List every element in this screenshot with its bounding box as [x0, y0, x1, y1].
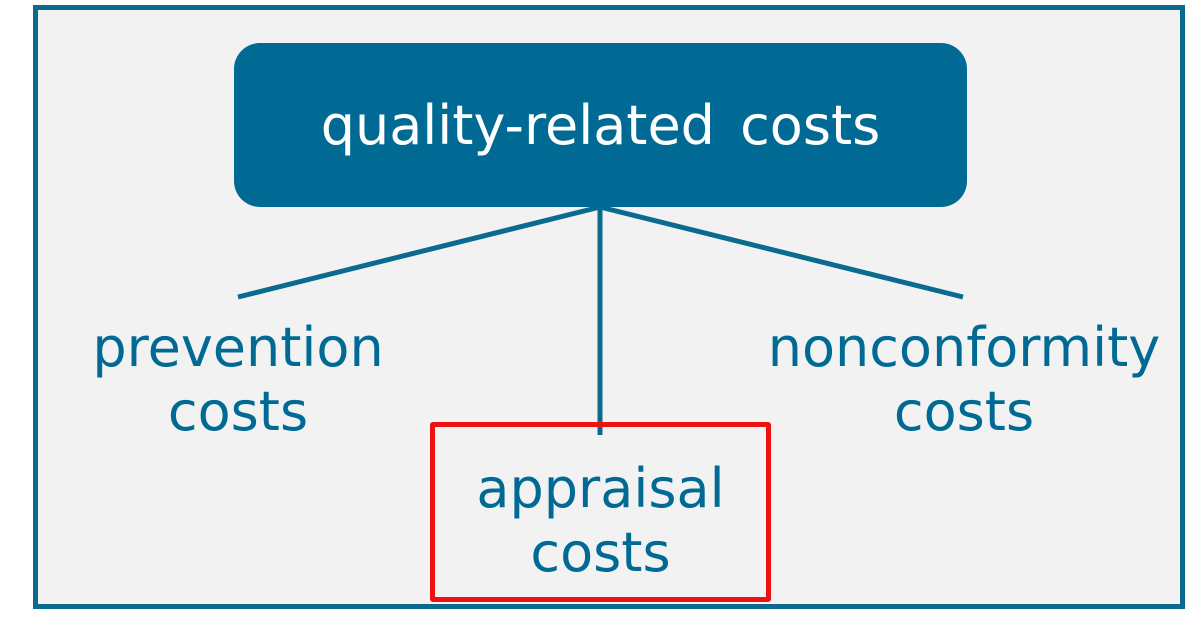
node-appraisal-line1: appraisal — [476, 457, 725, 520]
node-prevention-costs: prevention costs — [60, 316, 416, 444]
connector-prevention — [237, 204, 601, 300]
node-appraisal-costs-highlighted: appraisal costs — [430, 422, 771, 602]
node-prevention-line2: costs — [167, 380, 309, 443]
node-prevention-line1: prevention — [92, 316, 384, 379]
node-nonconformity-line1: nonconformity — [767, 316, 1161, 379]
node-appraisal-line2: costs — [530, 521, 671, 584]
node-nonconformity-line2: costs — [893, 380, 1035, 443]
root-node-quality-related-costs: quality-related costs — [234, 43, 967, 207]
node-nonconformity-costs: nonconformity costs — [748, 316, 1180, 444]
connector-nonconformity — [599, 204, 964, 300]
root-node-label: quality-related costs — [320, 93, 881, 157]
